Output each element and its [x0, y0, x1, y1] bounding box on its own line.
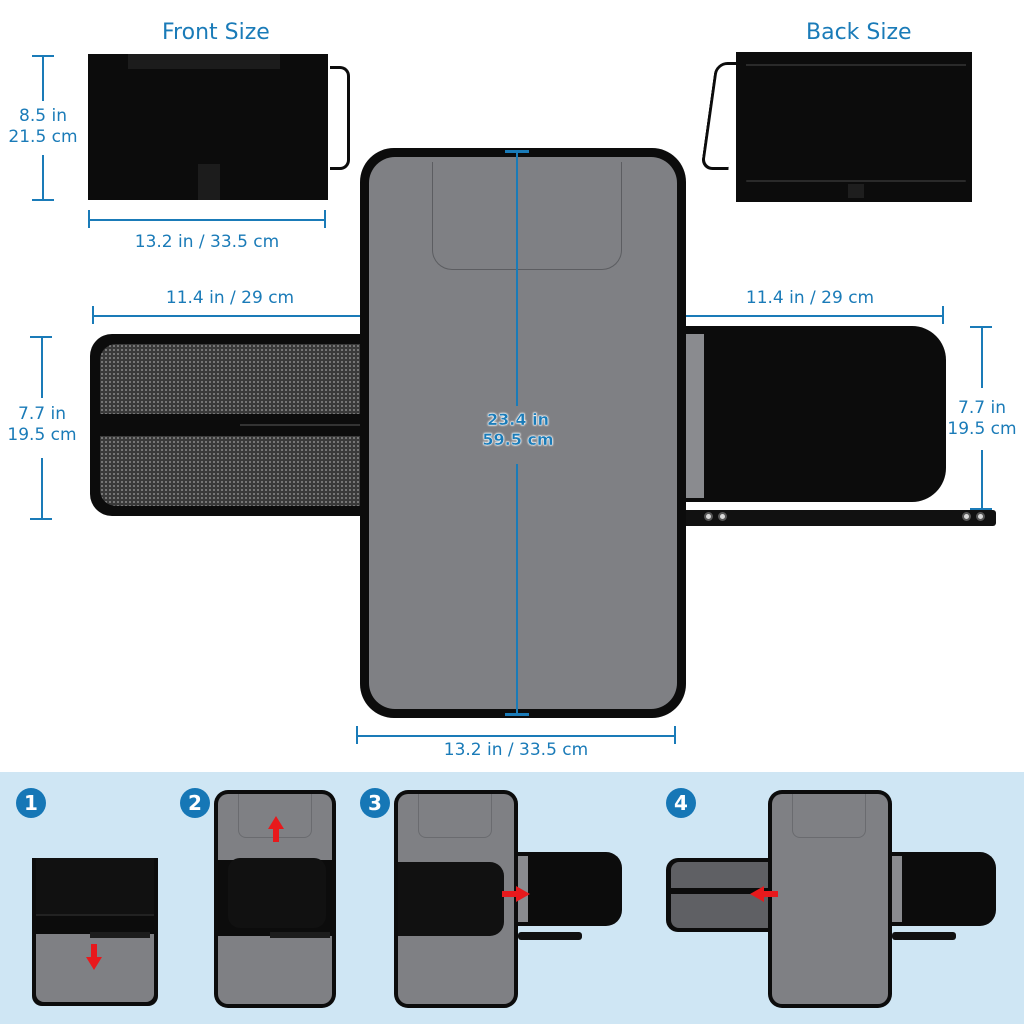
back-folded-mat-image: [736, 52, 972, 202]
pillow-area: [432, 162, 622, 270]
left-mesh-flap: [90, 334, 380, 516]
step-badge-2: 2: [180, 788, 210, 818]
right-flap-width-label: 11.4 in / 29 cm: [745, 288, 875, 308]
wrist-strap: [330, 66, 350, 170]
right-flap: [674, 326, 946, 502]
left-flap-width-label: 11.4 in / 29 cm: [165, 288, 295, 308]
back-size-title: Back Size: [806, 20, 912, 45]
folding-steps-panel: 1 2 3 4: [0, 772, 1024, 1024]
arrow-up-icon: [268, 816, 284, 842]
arrow-down-icon: [86, 944, 102, 970]
step-4-left-flap: [666, 858, 772, 932]
changing-pad: [360, 148, 686, 718]
step-badge-3: 3: [360, 788, 390, 818]
step-4-right-flap: [892, 852, 996, 926]
front-width-label: 13.2 in / 33.5 cm: [134, 232, 280, 252]
step-4-image: [768, 790, 892, 1008]
step-1-image: [32, 858, 158, 1006]
step-3-right-flap: [518, 852, 622, 926]
step-badge-4: 4: [666, 788, 696, 818]
arrow-left-icon: [750, 886, 778, 902]
front-size-title: Front Size: [162, 20, 270, 45]
step-badge-1: 1: [16, 788, 46, 818]
step-3-image: [394, 790, 518, 1008]
front-folded-mat-image: [88, 54, 328, 200]
arrow-right-icon: [502, 886, 530, 902]
zipper-pocket: [98, 414, 372, 436]
snap-strap: [678, 510, 996, 526]
pad-width-label: 13.2 in / 33.5 cm: [443, 740, 589, 760]
